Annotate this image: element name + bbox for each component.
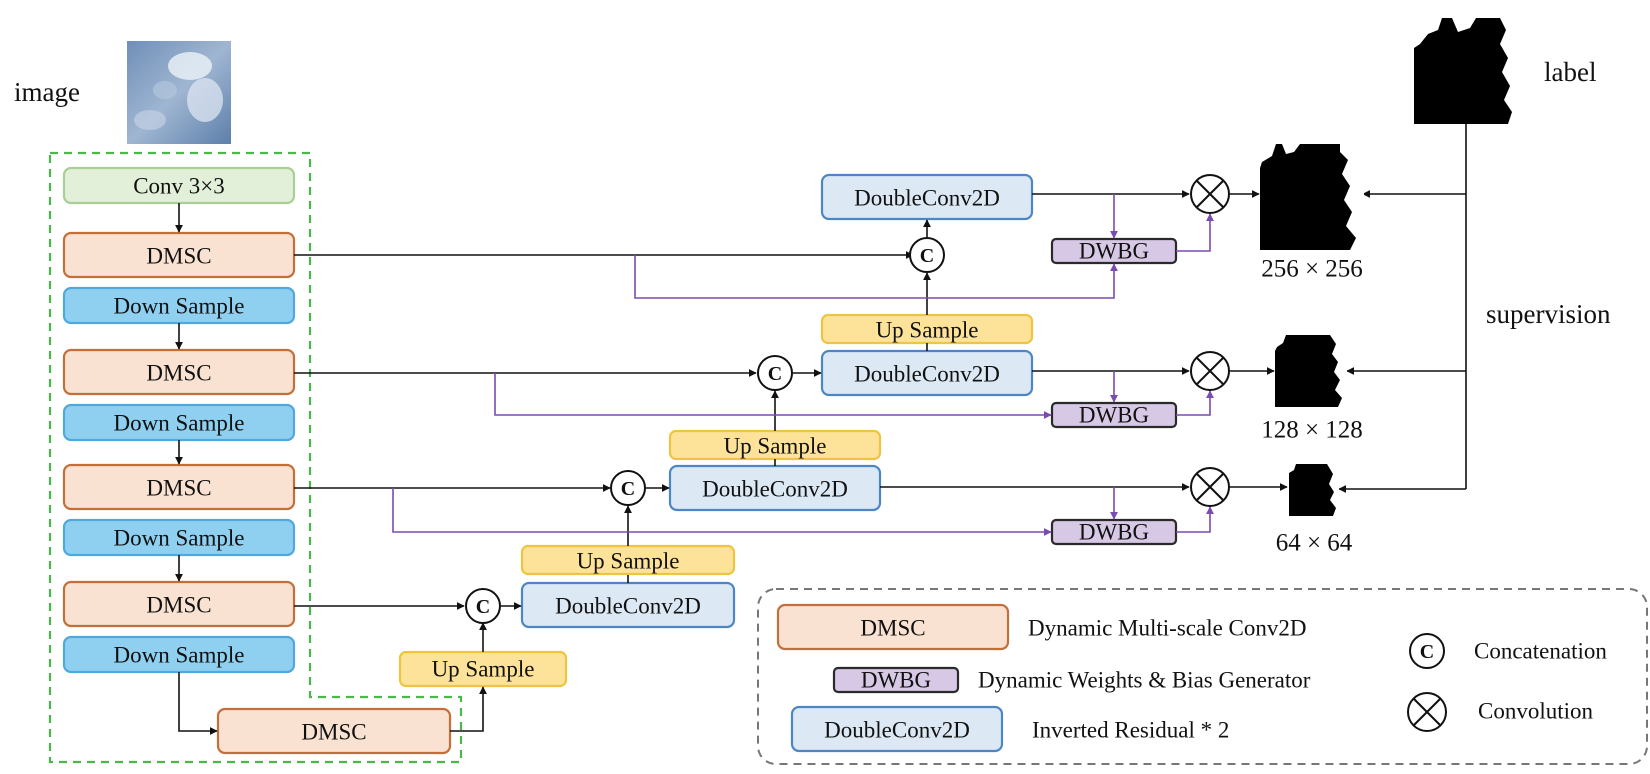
image-label: image	[14, 77, 80, 107]
dmsc-label-bottleneck: DMSC	[301, 720, 366, 745]
dmsc-block-2: DMSC	[62, 348, 296, 396]
dmsc-block-4: DMSC	[62, 580, 296, 628]
double-conv-label-2: DoubleConv2D	[702, 477, 848, 502]
output-size-64: 64 × 64	[1276, 530, 1353, 557]
conv3x3-block: Conv 3×3	[62, 166, 296, 205]
legend-concat-symbol: C	[1420, 641, 1434, 663]
concat-symbol-top: C	[920, 245, 934, 267]
legend-dmsc-desc: Dynamic Multi-scale Conv2D	[1028, 616, 1307, 641]
concat-operator-1: C	[465, 588, 501, 624]
supervision-label: supervision	[1486, 299, 1611, 329]
legend-convolution-desc: Convolution	[1478, 699, 1594, 724]
down-sample-label-3: Down Sample	[114, 526, 245, 551]
down-sample-label-4: Down Sample	[114, 643, 245, 668]
concat-operator-top: C	[909, 237, 945, 273]
convolution-operator-3	[1190, 467, 1230, 507]
purple-dwbg2-to-convop2	[1176, 390, 1214, 416]
up-sample-block-2: Up Sample	[520, 544, 736, 576]
down-sample-label-2: Down Sample	[114, 411, 245, 436]
convolution-operator-2	[1190, 351, 1230, 391]
purple-dwbg1-to-convop1	[1176, 213, 1214, 252]
purple-dmsc2-to-dwbg2	[494, 373, 1052, 419]
legend-box	[757, 588, 1648, 765]
output-mask-256	[1260, 144, 1364, 250]
legend-dmsc-swatch: DMSC	[776, 603, 1010, 651]
legend-dwbg-swatch: DWBG	[832, 666, 960, 694]
down-sample-block-3: Down Sample	[62, 518, 296, 557]
label-mask-image	[1414, 18, 1518, 124]
dwbg-label-1: DWBG	[1079, 239, 1149, 264]
double-conv-block-2: DoubleConv2D	[668, 464, 882, 512]
dwbg-block-2: DWBG	[1050, 401, 1178, 429]
legend-convolution-icon	[1407, 692, 1447, 732]
output-mask-64	[1289, 464, 1339, 516]
up-sample-block-1: Up Sample	[398, 650, 568, 688]
up-sample-label-3: Up Sample	[724, 434, 827, 459]
dwbg-block-1: DWBG	[1050, 237, 1178, 265]
conv3x3-label: Conv 3×3	[133, 174, 225, 199]
dwbg-block-3: DWBG	[1050, 518, 1178, 546]
double-conv-block-1: DoubleConv2D	[520, 581, 736, 629]
double-conv-label-3: DoubleConv2D	[854, 362, 1000, 387]
legend-concat-icon: C	[1409, 633, 1445, 669]
purple-dmsc1-to-dwbg1	[634, 255, 1118, 299]
arrow-bottleneck-to-upsample1	[450, 686, 487, 732]
legend-double-conv-key: DoubleConv2D	[824, 718, 970, 743]
double-conv-label-top: DoubleConv2D	[854, 186, 1000, 211]
arrow-down4-to-bottleneck	[178, 672, 218, 735]
dmsc-label-4: DMSC	[146, 593, 211, 618]
dmsc-label-3: DMSC	[146, 476, 211, 501]
double-conv-block-3: DoubleConv2D	[820, 349, 1034, 397]
purple-dmsc3-to-dwbg3	[392, 488, 1052, 536]
double-conv-block-top: DoubleConv2D	[820, 173, 1034, 221]
dwbg-label-3: DWBG	[1079, 520, 1149, 545]
down-sample-block-2: Down Sample	[62, 403, 296, 442]
output-size-256: 256 × 256	[1261, 256, 1363, 283]
encoder-region-border	[48, 151, 463, 764]
up-sample-label-1: Up Sample	[432, 657, 535, 682]
down-sample-block-4: Down Sample	[62, 635, 296, 674]
input-image	[127, 41, 231, 144]
concat-operator-3: C	[757, 355, 793, 391]
output-mask-128	[1275, 335, 1347, 407]
dmsc-block-1: DMSC	[62, 231, 296, 279]
legend-dmsc-key: DMSC	[860, 616, 925, 641]
purple-dwbg3-to-convop3	[1176, 506, 1214, 533]
legend-double-conv-swatch: DoubleConv2D	[790, 705, 1004, 753]
dmsc-block-3: DMSC	[62, 463, 296, 511]
up-sample-label-2: Up Sample	[577, 549, 680, 574]
legend-dwbg-desc: Dynamic Weights & Bias Generator	[978, 668, 1311, 693]
up-sample-block-4: Up Sample	[820, 313, 1034, 345]
dwbg-label-2: DWBG	[1079, 403, 1149, 428]
up-sample-block-3: Up Sample	[668, 429, 882, 461]
legend-concat-desc: Concatenation	[1474, 639, 1607, 664]
double-conv-label-1: DoubleConv2D	[555, 594, 701, 619]
concat-symbol-3: C	[768, 363, 782, 385]
concat-symbol-2: C	[621, 478, 635, 500]
legend-dwbg-key: DWBG	[861, 668, 931, 693]
legend-double-conv-desc: Inverted Residual * 2	[1032, 718, 1229, 743]
concat-operator-2: C	[610, 470, 646, 506]
output-size-128: 128 × 128	[1261, 417, 1363, 444]
dmsc-label-1: DMSC	[146, 244, 211, 269]
label-text: label	[1544, 57, 1596, 87]
down-sample-block-1: Down Sample	[62, 286, 296, 325]
convolution-operator-1	[1190, 174, 1230, 214]
dmsc-label-2: DMSC	[146, 361, 211, 386]
dmsc-block-bottleneck: DMSC	[216, 707, 452, 755]
concat-symbol-1: C	[476, 596, 490, 618]
down-sample-label-1: Down Sample	[114, 294, 245, 319]
up-sample-label-4: Up Sample	[876, 318, 979, 343]
